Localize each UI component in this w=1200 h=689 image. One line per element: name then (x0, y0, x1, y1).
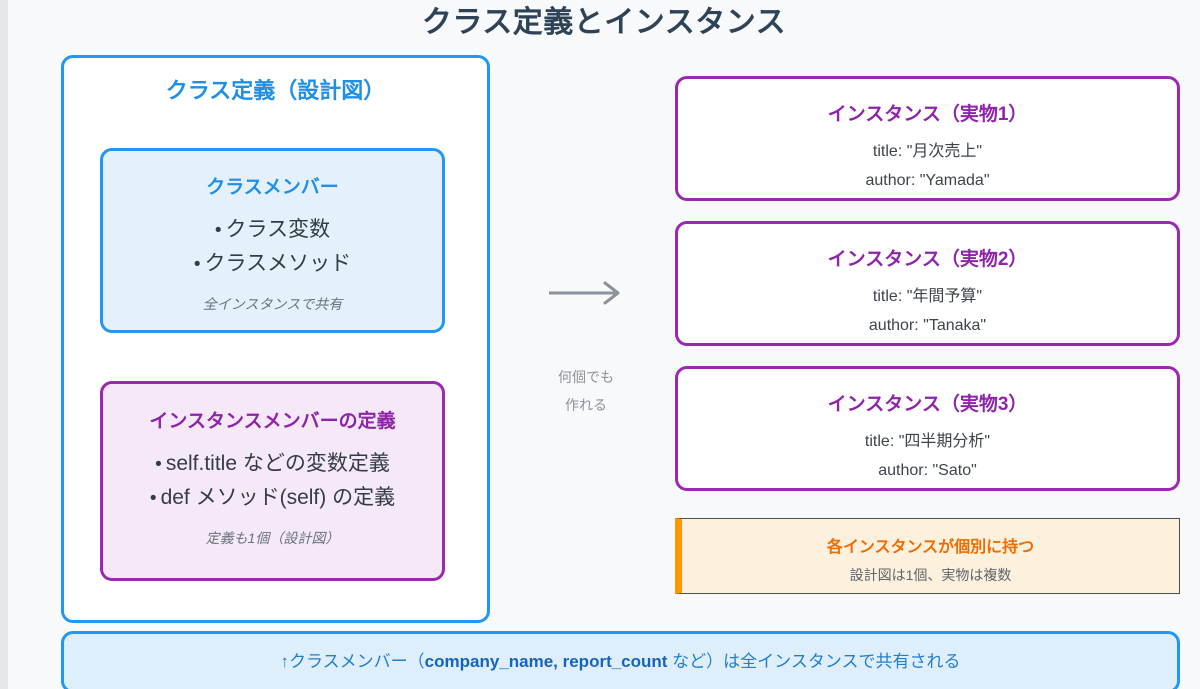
instance-card: インスタンス（実物3） title: "四半期分析" author: "Sato… (675, 366, 1180, 491)
shared-banner-prefix: ↑クラスメンバー（ (280, 652, 425, 671)
diagram-canvas: クラス定義とインスタンス クラス定義（設計図） クラスメンバー クラス変数 クラ… (8, 0, 1200, 689)
instance-member-bullet: def メソッド(self) の定義 (103, 481, 442, 515)
instance-note-heading: 各インスタンスが個別に持つ (826, 539, 1035, 556)
instance-author-field: author: "Sato" (878, 462, 977, 479)
page-title: クラス定義とインスタンス (421, 6, 787, 39)
arrow-right-icon (549, 281, 620, 305)
instance-member-heading: インスタンスメンバーの定義 (149, 411, 396, 432)
shared-banner-suffix: など）は全インスタンスで共有される (667, 652, 961, 671)
instance-title-field: title: "月次売上" (872, 143, 983, 160)
class-member-card: クラスメンバー クラス変数 クラスメソッド 全インスタンスで共有 (100, 148, 445, 333)
arrow-block: 何個でも 作れる (506, 278, 666, 419)
instance-title-field: title: "四半期分析" (864, 433, 991, 450)
class-definition-heading: クラス定義（設計図） (165, 78, 386, 103)
instance-member-note: 定義も1個（設計図） (205, 530, 340, 546)
shared-members-banner: ↑クラスメンバー（company_name, report_count など）は… (61, 631, 1180, 689)
instance-card: インスタンス（実物1） title: "月次売上" author: "Yamad… (675, 76, 1180, 201)
class-definition-box: クラス定義（設計図） クラスメンバー クラス変数 クラスメソッド 全インスタンス… (61, 55, 490, 623)
instance-member-card: インスタンスメンバーの定義 self.title などの変数定義 def メソッ… (100, 381, 445, 581)
instance-heading: インスタンス（実物1） (827, 104, 1028, 125)
instance-author-field: author: "Yamada" (865, 172, 990, 189)
instance-author-field: author: "Tanaka" (868, 317, 987, 334)
instance-member-bullet-list: self.title などの変数定義 def メソッド(self) の定義 (103, 447, 442, 515)
shared-banner-code: company_name, report_count (424, 652, 668, 671)
instance-note-subtext: 設計図は1個、実物は複数 (849, 567, 1012, 583)
arrow-caption-line-1: 何個でも (558, 369, 614, 385)
instance-heading: インスタンス（実物2） (827, 249, 1028, 270)
class-member-bullet: クラス変数 (103, 213, 442, 247)
arrow-caption: 何個でも 作れる (506, 363, 666, 419)
instance-member-bullet: self.title などの変数定義 (103, 447, 442, 481)
class-member-bullet: クラスメソッド (103, 247, 442, 281)
arrow-caption-line-2: 作れる (565, 397, 607, 413)
instance-note-callout: 各インスタンスが個別に持つ 設計図は1個、実物は複数 (675, 518, 1180, 594)
class-member-bullet-list: クラス変数 クラスメソッド (103, 213, 442, 281)
class-member-heading: クラスメンバー (206, 177, 339, 198)
class-member-note: 全インスタンスで共有 (202, 296, 343, 312)
instance-card: インスタンス（実物2） title: "年間予算" author: "Tanak… (675, 221, 1180, 346)
instance-heading: インスタンス（実物3） (827, 394, 1028, 415)
instance-title-field: title: "年間予算" (872, 288, 983, 305)
